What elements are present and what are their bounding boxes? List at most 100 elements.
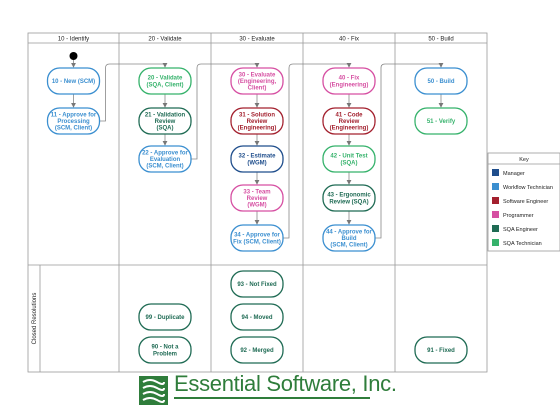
state-label: Client)	[248, 86, 267, 92]
state-label: Processing	[57, 119, 90, 125]
state-label: (SQA, Client)	[147, 82, 184, 88]
state-label: Review	[339, 119, 360, 125]
state-box	[230, 107, 284, 135]
state-label: 22 - Approve for	[142, 150, 188, 156]
lane-header-4: 40 - Fix	[339, 37, 359, 43]
state-94[interactable]: 94 - Moved	[230, 303, 284, 331]
logo-wave	[142, 397, 165, 403]
key-label-sqa-engineer: SQA Engineer	[503, 227, 538, 233]
edge-n34-n40	[283, 63, 352, 239]
state-label: (WGM)	[247, 160, 266, 166]
logo-wave	[142, 385, 165, 391]
state-label: 20 - Validate	[148, 76, 183, 82]
state-label: (SCM, Client)	[146, 164, 183, 170]
state-box	[138, 336, 192, 364]
swimlane-frame	[27, 32, 488, 373]
state-box	[230, 67, 284, 95]
state-label: 94 - Moved	[241, 315, 272, 321]
key-swatch-workflow-technician	[492, 183, 499, 190]
key-swatch-sqa-technician	[492, 239, 499, 246]
state-box	[138, 303, 192, 331]
state-label: 43 - Ergonomic	[327, 193, 371, 199]
edge-n22-n30	[191, 63, 260, 160]
state-label: Fix (SCM, Client)	[233, 239, 281, 245]
state-label: 90 - Not a	[151, 345, 179, 351]
state-label: Build	[342, 236, 357, 242]
key-label-manager: Manager	[503, 171, 525, 177]
state-label: (Engineering)	[330, 126, 369, 132]
state-99[interactable]: 99 - Duplicate	[138, 303, 192, 331]
lane-header-3: 30 - Evaluate	[239, 37, 275, 43]
state-label: 51 - Verify	[427, 119, 456, 125]
key-swatch-sqa-engineer	[492, 225, 499, 232]
start-node	[69, 52, 78, 60]
state-label: 21 - Validation	[145, 112, 186, 118]
state-51[interactable]: 51 - Verify	[414, 107, 468, 135]
state-label: (SQA)	[341, 160, 358, 166]
key-swatch-manager	[492, 169, 499, 176]
state-box	[46, 107, 101, 135]
state-10[interactable]: 10 - New (SCM)	[46, 67, 101, 95]
edge-n11-n20	[99, 63, 168, 122]
state-50[interactable]: 50 - Build	[414, 67, 468, 95]
state-label: Problem	[153, 351, 177, 357]
state-label: (WGM)	[247, 203, 266, 209]
lane-header-1: 10 - Identify	[58, 37, 89, 43]
logo-wave	[142, 379, 165, 385]
state-20[interactable]: 20 - Validate(SQA, Client)	[138, 67, 192, 95]
state-box	[322, 145, 376, 173]
state-box	[414, 107, 468, 135]
state-label: (Engineering)	[238, 126, 277, 132]
key-swatch-software-engineer	[492, 197, 499, 204]
state-32[interactable]: 32 - Estimate(WGM)	[230, 145, 284, 173]
state-box	[414, 336, 468, 364]
state-label: 42 - Unit Test	[330, 154, 367, 160]
state-label: 50 - Build	[427, 79, 454, 85]
state-92[interactable]: 92 - Merged	[230, 336, 284, 364]
state-box	[230, 224, 284, 252]
state-box	[230, 270, 284, 298]
swimlane-grid: 10 - Identify 20 - Validate 30 - Evaluate 4…	[27, 32, 488, 373]
state-label: Review	[247, 119, 268, 125]
state-91[interactable]: 91 - Fixed	[414, 336, 468, 364]
key-box	[487, 152, 560, 252]
key-label-workflow-technician: Workflow Technician	[503, 185, 553, 191]
state-label: 41 - Code	[335, 112, 363, 118]
state-93[interactable]: 93 - Not Fixed	[230, 270, 284, 298]
state-label: (Engineering)	[330, 82, 369, 88]
state-40[interactable]: 40 - Fix(Engineering)	[322, 67, 376, 95]
state-label: 10 - New (SCM)	[52, 79, 95, 85]
state-label: 99 - Duplicate	[145, 315, 185, 321]
state-label: 44 - Approve for	[326, 229, 372, 235]
state-box	[138, 67, 192, 95]
state-label: 34 - Approve for	[234, 233, 280, 239]
lane-header-2: 20 - Validate	[148, 37, 182, 43]
state-30[interactable]: 30 - Evaluate(Engineering,Client)	[230, 67, 284, 95]
state-box	[230, 145, 284, 173]
state-label: 93 - Not Fixed	[237, 282, 277, 288]
state-box	[138, 145, 192, 173]
state-box	[322, 67, 376, 95]
closed-resolutions-label: Closed Resolutions	[32, 293, 38, 345]
state-42[interactable]: 42 - Unit Test(SQA)	[322, 145, 376, 173]
state-box	[230, 336, 284, 364]
state-box	[322, 107, 376, 135]
key-title: Key	[519, 157, 529, 163]
state-label: (Engineering,	[238, 79, 277, 85]
state-label: 92 - Merged	[240, 348, 274, 354]
state-label: Review (SQA)	[329, 199, 368, 205]
state-box	[414, 67, 468, 95]
state-label: 32 - Estimate	[238, 154, 276, 160]
